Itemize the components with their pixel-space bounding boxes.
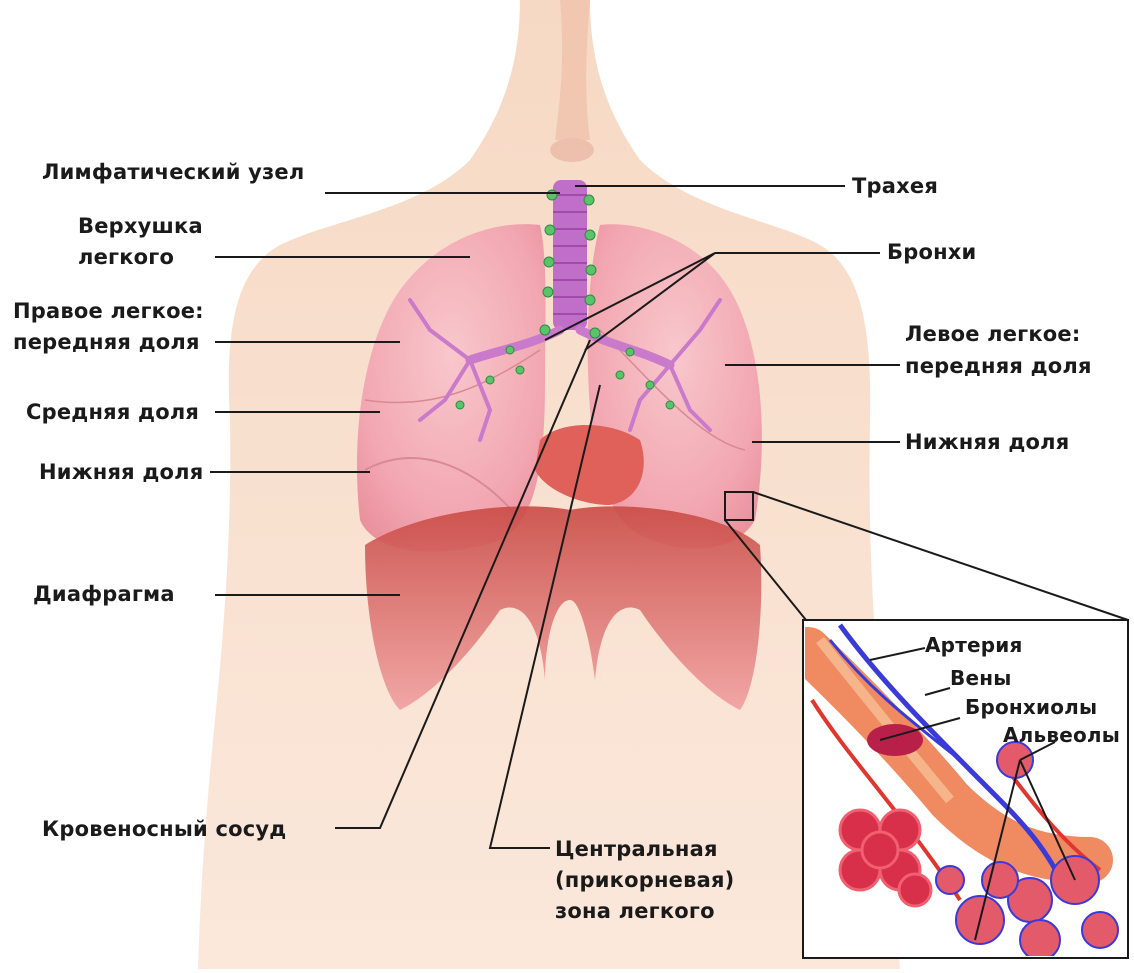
label-lower-lobe-right: Нижняя доля bbox=[39, 458, 203, 486]
label-trachea: Трахея bbox=[852, 172, 938, 200]
label-central-zone-line2: (прикорневая) bbox=[555, 866, 734, 894]
label-middle-lobe: Средняя доля bbox=[26, 398, 199, 426]
label-bronchi: Бронхи bbox=[887, 238, 976, 266]
label-right-lung-line2: передняя доля bbox=[13, 328, 200, 356]
label-central-zone-line3: зона легкого bbox=[555, 897, 715, 925]
label-central-zone-line1: Центральная bbox=[555, 835, 718, 863]
label-left-lung-line1: Левое легкое: bbox=[905, 320, 1080, 348]
label-lower-lobe-left: Нижняя доля bbox=[905, 428, 1069, 456]
label-diaphragm: Диафрагма bbox=[33, 580, 175, 608]
larynx bbox=[550, 138, 594, 162]
label-right-lung-line1: Правое легкое: bbox=[13, 297, 204, 325]
label-artery: Артерия bbox=[925, 632, 1023, 658]
label-bronchioles: Бронхиолы bbox=[965, 694, 1097, 720]
label-left-lung-line2: передняя доля bbox=[905, 352, 1092, 380]
label-blood-vessel: Кровеносный сосуд bbox=[42, 815, 286, 843]
label-apex-line2: легкого bbox=[78, 243, 174, 271]
label-lymph-node: Лимфатический узел bbox=[42, 158, 304, 186]
trachea bbox=[553, 180, 587, 330]
label-veins: Вены bbox=[950, 665, 1012, 691]
label-apex-line1: Верхушка bbox=[78, 212, 203, 240]
label-alveoli: Альвеолы bbox=[1003, 722, 1120, 748]
